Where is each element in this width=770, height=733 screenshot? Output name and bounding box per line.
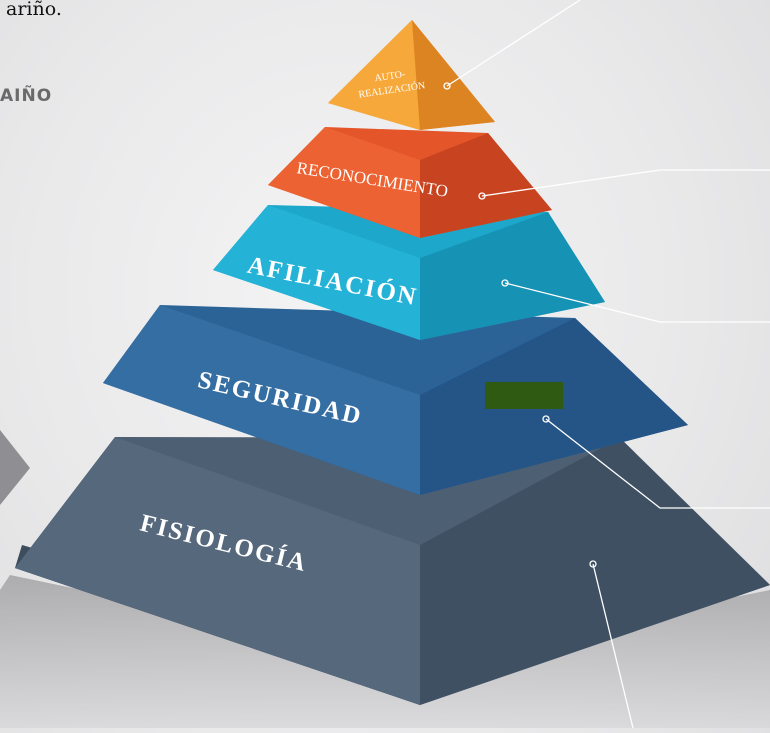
callout-dot-reconocimiento (478, 192, 486, 200)
callout-lines (446, 0, 770, 729)
callout-line-autorrealizacion (446, 0, 581, 87)
partial-side-word: AIÑO (0, 86, 53, 106)
callout-line-fisiologia (592, 563, 634, 729)
callout-dot-autorrealizacion (443, 82, 451, 90)
callout-dot-seguridad (542, 415, 550, 423)
tier-seguridad (103, 305, 688, 495)
left-arrow-shape (0, 430, 30, 505)
tier-reconocimiento (268, 127, 552, 238)
callout-line-reconocimiento (481, 169, 770, 197)
highlight-box (485, 382, 563, 409)
callout-dots (443, 82, 597, 568)
callout-line-seguridad (545, 418, 770, 509)
callout-line-afiliacion (504, 282, 770, 323)
tier-afiliacion (213, 205, 605, 340)
callout-dot-afiliacion (501, 279, 509, 287)
tier-autorrealizacion (328, 20, 495, 130)
callout-dot-fisiologia (589, 560, 597, 568)
partial-heading-text: ariño. (6, 0, 62, 20)
